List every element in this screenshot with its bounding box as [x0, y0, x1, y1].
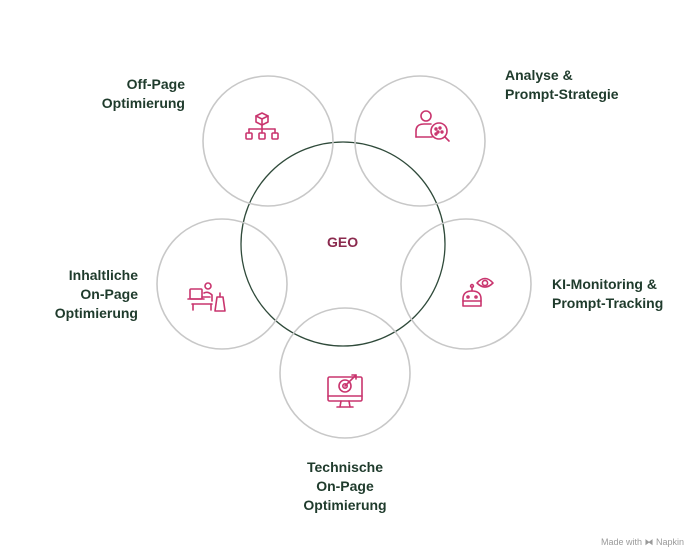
circle-ki-monitoring: [400, 218, 532, 350]
label-analyse: Analyse & Prompt-Strategie: [505, 66, 619, 104]
label-line: Inhaltliche: [68, 267, 138, 283]
center-label: GEO: [327, 234, 359, 250]
circle-technische: [279, 307, 411, 439]
label-line: On-Page: [80, 286, 138, 302]
label-ki-monitoring: KI-Monitoring & Prompt-Tracking: [552, 275, 663, 313]
label-technische: Technische On-Page Optimierung: [270, 458, 420, 515]
center-circle: [240, 141, 446, 347]
label-line: Prompt-Strategie: [505, 86, 619, 102]
circle-off-page: [202, 75, 334, 207]
label-line: Prompt-Tracking: [552, 295, 664, 311]
label-line: KI-Monitoring &: [552, 276, 657, 292]
label-line: Analyse &: [505, 67, 573, 83]
hierarchy-icon: [245, 112, 279, 140]
label-line: Technische: [307, 459, 383, 475]
person-laptop-icon: [187, 282, 226, 312]
label-line: Optimierung: [101, 95, 185, 111]
label-inhaltliche: Inhaltliche On-Page Optimierung: [55, 266, 138, 323]
label-line: On-Page: [316, 478, 374, 494]
circle-analyse: [354, 75, 486, 207]
watermark: Made with ⧓ Napkin: [600, 537, 684, 547]
label-line: Off-Page: [126, 76, 185, 92]
label-off-page: Off-Page Optimierung: [102, 75, 185, 113]
circle-inhaltliche: [156, 218, 288, 350]
label-line: Optimierung: [54, 305, 138, 321]
label-line: Optimierung: [303, 497, 387, 513]
monitor-target-icon: [327, 374, 363, 408]
robot-eye-icon: [462, 277, 494, 307]
user-search-icon: [415, 110, 450, 142]
